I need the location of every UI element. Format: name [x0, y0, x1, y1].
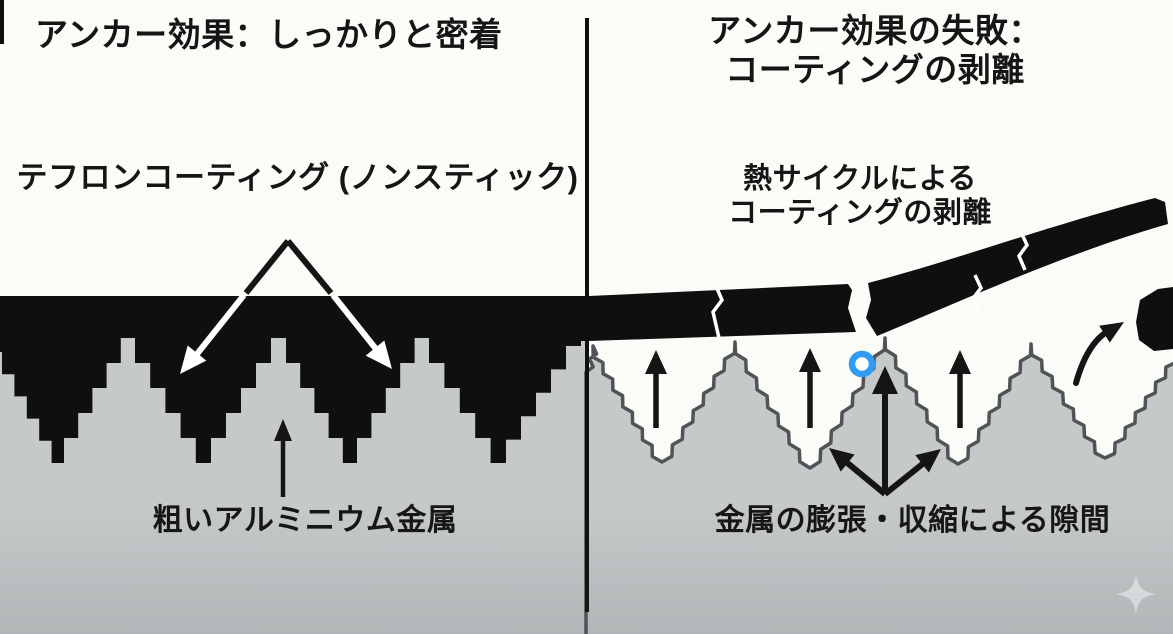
- arrowhead: [365, 340, 392, 369]
- gap-arrow-3: [949, 350, 971, 428]
- right-panel-title: アンカー効果の失敗： コーティングの剥離: [640, 12, 1110, 90]
- coating-crack: [1016, 229, 1030, 271]
- expansion-arrow-right: [883, 449, 941, 497]
- right-panel-title-line2: コーティングの剥離: [725, 50, 1025, 88]
- right-coating-flat-segment: [589, 284, 856, 341]
- thermal-peel-label-line1: 熱サイクルによる: [743, 163, 977, 195]
- gap-arrow-2: [799, 348, 821, 428]
- sparkle-icon: [1116, 574, 1156, 614]
- left-panel-title: アンカー効果：しっかりと密着: [35, 16, 503, 53]
- right-panel-title-line1: アンカー効果の失敗：: [708, 12, 1042, 49]
- thermal-peel-label: 熱サイクルによる コーティングの剥離: [640, 162, 1080, 230]
- rough-aluminum-label: 粗いアルミニウム金属: [152, 504, 458, 537]
- expansion-arrow-center: [872, 366, 898, 494]
- expansion-arrow-left: [829, 448, 887, 497]
- coating-flake: [1136, 287, 1173, 351]
- edge-artifact: [0, 0, 4, 44]
- coating-pointer-arrow-right: [285, 239, 392, 369]
- gap-highlight-circle: [848, 350, 876, 378]
- peel-curved-arrow: [1073, 322, 1124, 386]
- thermal-peel-label-line2: コーティングの剥離: [728, 197, 992, 230]
- metal-pointer-arrow: [274, 419, 292, 497]
- coating-crack: [972, 274, 984, 311]
- gap-arrow-1: [645, 350, 667, 428]
- coating-crack: [711, 285, 725, 339]
- arrowhead: [180, 345, 207, 374]
- right-coating-peeled-segment: [866, 198, 1168, 336]
- left-coating-layer: [0, 296, 589, 463]
- expansion-gap-label: 金属の膨張・収縮による隙間: [714, 504, 1111, 537]
- coating-pointer-arrow-left: [180, 239, 291, 374]
- divider-line: [585, 18, 589, 612]
- teflon-coating-label: テフロンコーティング (ノンスティック): [16, 160, 579, 195]
